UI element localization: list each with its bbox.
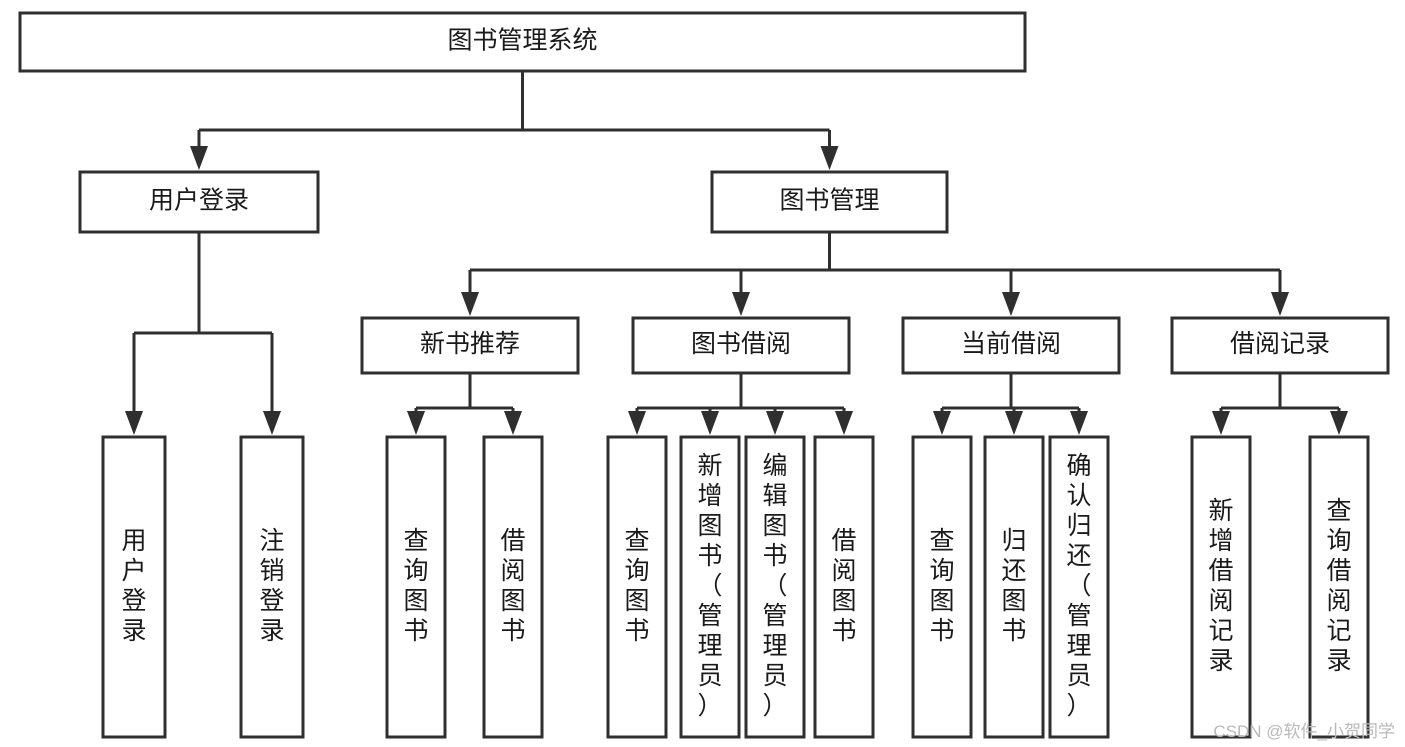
node-label-leaf-user-login: 用户登录 — [121, 527, 146, 645]
arrow-head-icon — [504, 411, 522, 435]
node-new-book-recommend[interactable]: 新书推荐 — [360, 316, 580, 375]
node-label-leaf-add-book: 新增图书（管理员） — [697, 452, 722, 720]
arrow-head-icon — [1002, 292, 1020, 316]
arrow-head-icon — [407, 411, 425, 435]
node-box-leaf-query-borrow-record — [1308, 435, 1370, 739]
node-leaf-borrow-book-1[interactable]: 借阅图书 — [482, 435, 544, 739]
node-leaf-add-book[interactable]: 新增图书（管理员） — [679, 435, 741, 739]
node-borrow-record[interactable]: 借阅记录 — [1170, 316, 1390, 375]
node-leaf-query-book-2[interactable]: 查询图书 — [606, 435, 668, 739]
node-user-login[interactable]: 用户登录 — [78, 170, 320, 234]
arrow-head-icon — [820, 146, 839, 170]
node-box-leaf-borrow-book-1 — [482, 435, 544, 739]
node-box-new-book-recommend — [360, 316, 580, 375]
arrow-head-icon — [1271, 292, 1289, 316]
node-label-user-login: 用户登录 — [149, 187, 249, 215]
arrow-head-icon — [125, 411, 143, 435]
arrow-head-icon — [766, 411, 784, 435]
node-book-borrow[interactable]: 图书借阅 — [631, 316, 851, 375]
node-box-borrow-record — [1170, 316, 1390, 375]
arrow-head-icon — [1330, 411, 1348, 435]
node-leaf-borrow-book-2[interactable]: 借阅图书 — [813, 435, 875, 739]
node-label-leaf-add-borrow-record: 新增借阅记录 — [1208, 497, 1233, 675]
node-leaf-query-book-3[interactable]: 查询图书 — [911, 435, 973, 739]
node-label-book-management: 图书管理 — [779, 187, 879, 215]
node-box-leaf-add-book — [679, 435, 741, 739]
node-leaf-user-logout[interactable]: 注销登录 — [239, 435, 305, 739]
arrow-head-icon — [933, 411, 951, 435]
node-label-book-borrow: 图书借阅 — [691, 330, 791, 358]
node-label-root: 图书管理系统 — [447, 27, 597, 55]
arrow-head-icon — [701, 411, 719, 435]
node-leaf-edit-book[interactable]: 编辑图书（管理员） — [744, 435, 806, 739]
node-box-leaf-query-book-3 — [911, 435, 973, 739]
node-box-leaf-confirm-return — [1048, 435, 1110, 739]
node-label-leaf-query-book-1: 查询图书 — [403, 527, 428, 645]
node-box-leaf-query-book-2 — [606, 435, 668, 739]
node-box-leaf-edit-book — [744, 435, 806, 739]
node-leaf-query-borrow-record[interactable]: 查询借阅记录 — [1308, 435, 1370, 739]
arrow-head-icon — [1070, 411, 1088, 435]
node-label-leaf-query-book-3: 查询图书 — [929, 527, 954, 645]
node-box-leaf-add-borrow-record — [1190, 435, 1252, 739]
node-box-book-management — [710, 170, 949, 234]
arrow-head-icon — [1212, 411, 1230, 435]
arrow-head-icon — [628, 411, 646, 435]
node-label-leaf-edit-book: 编辑图书（管理员） — [762, 452, 787, 720]
node-box-leaf-borrow-book-2 — [813, 435, 875, 739]
node-box-book-borrow — [631, 316, 851, 375]
node-label-leaf-query-borrow-record: 查询借阅记录 — [1326, 497, 1351, 675]
node-leaf-user-login[interactable]: 用户登录 — [101, 435, 167, 739]
node-label-leaf-confirm-return: 确认归还（管理员） — [1066, 452, 1091, 720]
node-label-leaf-borrow-book-1: 借阅图书 — [500, 527, 525, 645]
node-label-leaf-user-logout: 注销登录 — [259, 527, 284, 645]
arrow-head-icon — [1005, 411, 1023, 435]
node-leaf-confirm-return[interactable]: 确认归还（管理员） — [1048, 435, 1110, 739]
node-box-root — [18, 11, 1027, 73]
node-label-leaf-return-book: 归还图书 — [1001, 527, 1026, 645]
node-box-leaf-return-book — [983, 435, 1045, 739]
node-label-leaf-query-book-2: 查询图书 — [624, 527, 649, 645]
node-label-current-borrow: 当前借阅 — [961, 330, 1061, 358]
node-box-leaf-query-book-1 — [385, 435, 447, 739]
arrow-head-icon — [835, 411, 853, 435]
arrow-head-icon — [263, 411, 281, 435]
node-label-new-book-recommend: 新书推荐 — [420, 330, 520, 358]
node-leaf-query-book-1[interactable]: 查询图书 — [385, 435, 447, 739]
arrow-head-icon — [461, 292, 479, 316]
arrow-head-icon — [190, 146, 208, 170]
node-box-user-login — [78, 170, 320, 234]
node-current-borrow[interactable]: 当前借阅 — [901, 316, 1121, 375]
node-leaf-return-book[interactable]: 归还图书 — [983, 435, 1045, 739]
arrow-head-icon — [732, 292, 750, 316]
node-leaf-add-borrow-record[interactable]: 新增借阅记录 — [1190, 435, 1252, 739]
node-book-management[interactable]: 图书管理 — [710, 170, 949, 234]
node-label-leaf-borrow-book-2: 借阅图书 — [831, 527, 856, 645]
node-box-leaf-user-login — [101, 435, 167, 739]
node-box-leaf-user-logout — [239, 435, 305, 739]
node-label-borrow-record: 借阅记录 — [1230, 330, 1330, 358]
csdn-watermark: CSDN @软件_小贺同学 — [1213, 722, 1395, 741]
node-box-current-borrow — [901, 316, 1121, 375]
node-root[interactable]: 图书管理系统 — [18, 11, 1027, 73]
